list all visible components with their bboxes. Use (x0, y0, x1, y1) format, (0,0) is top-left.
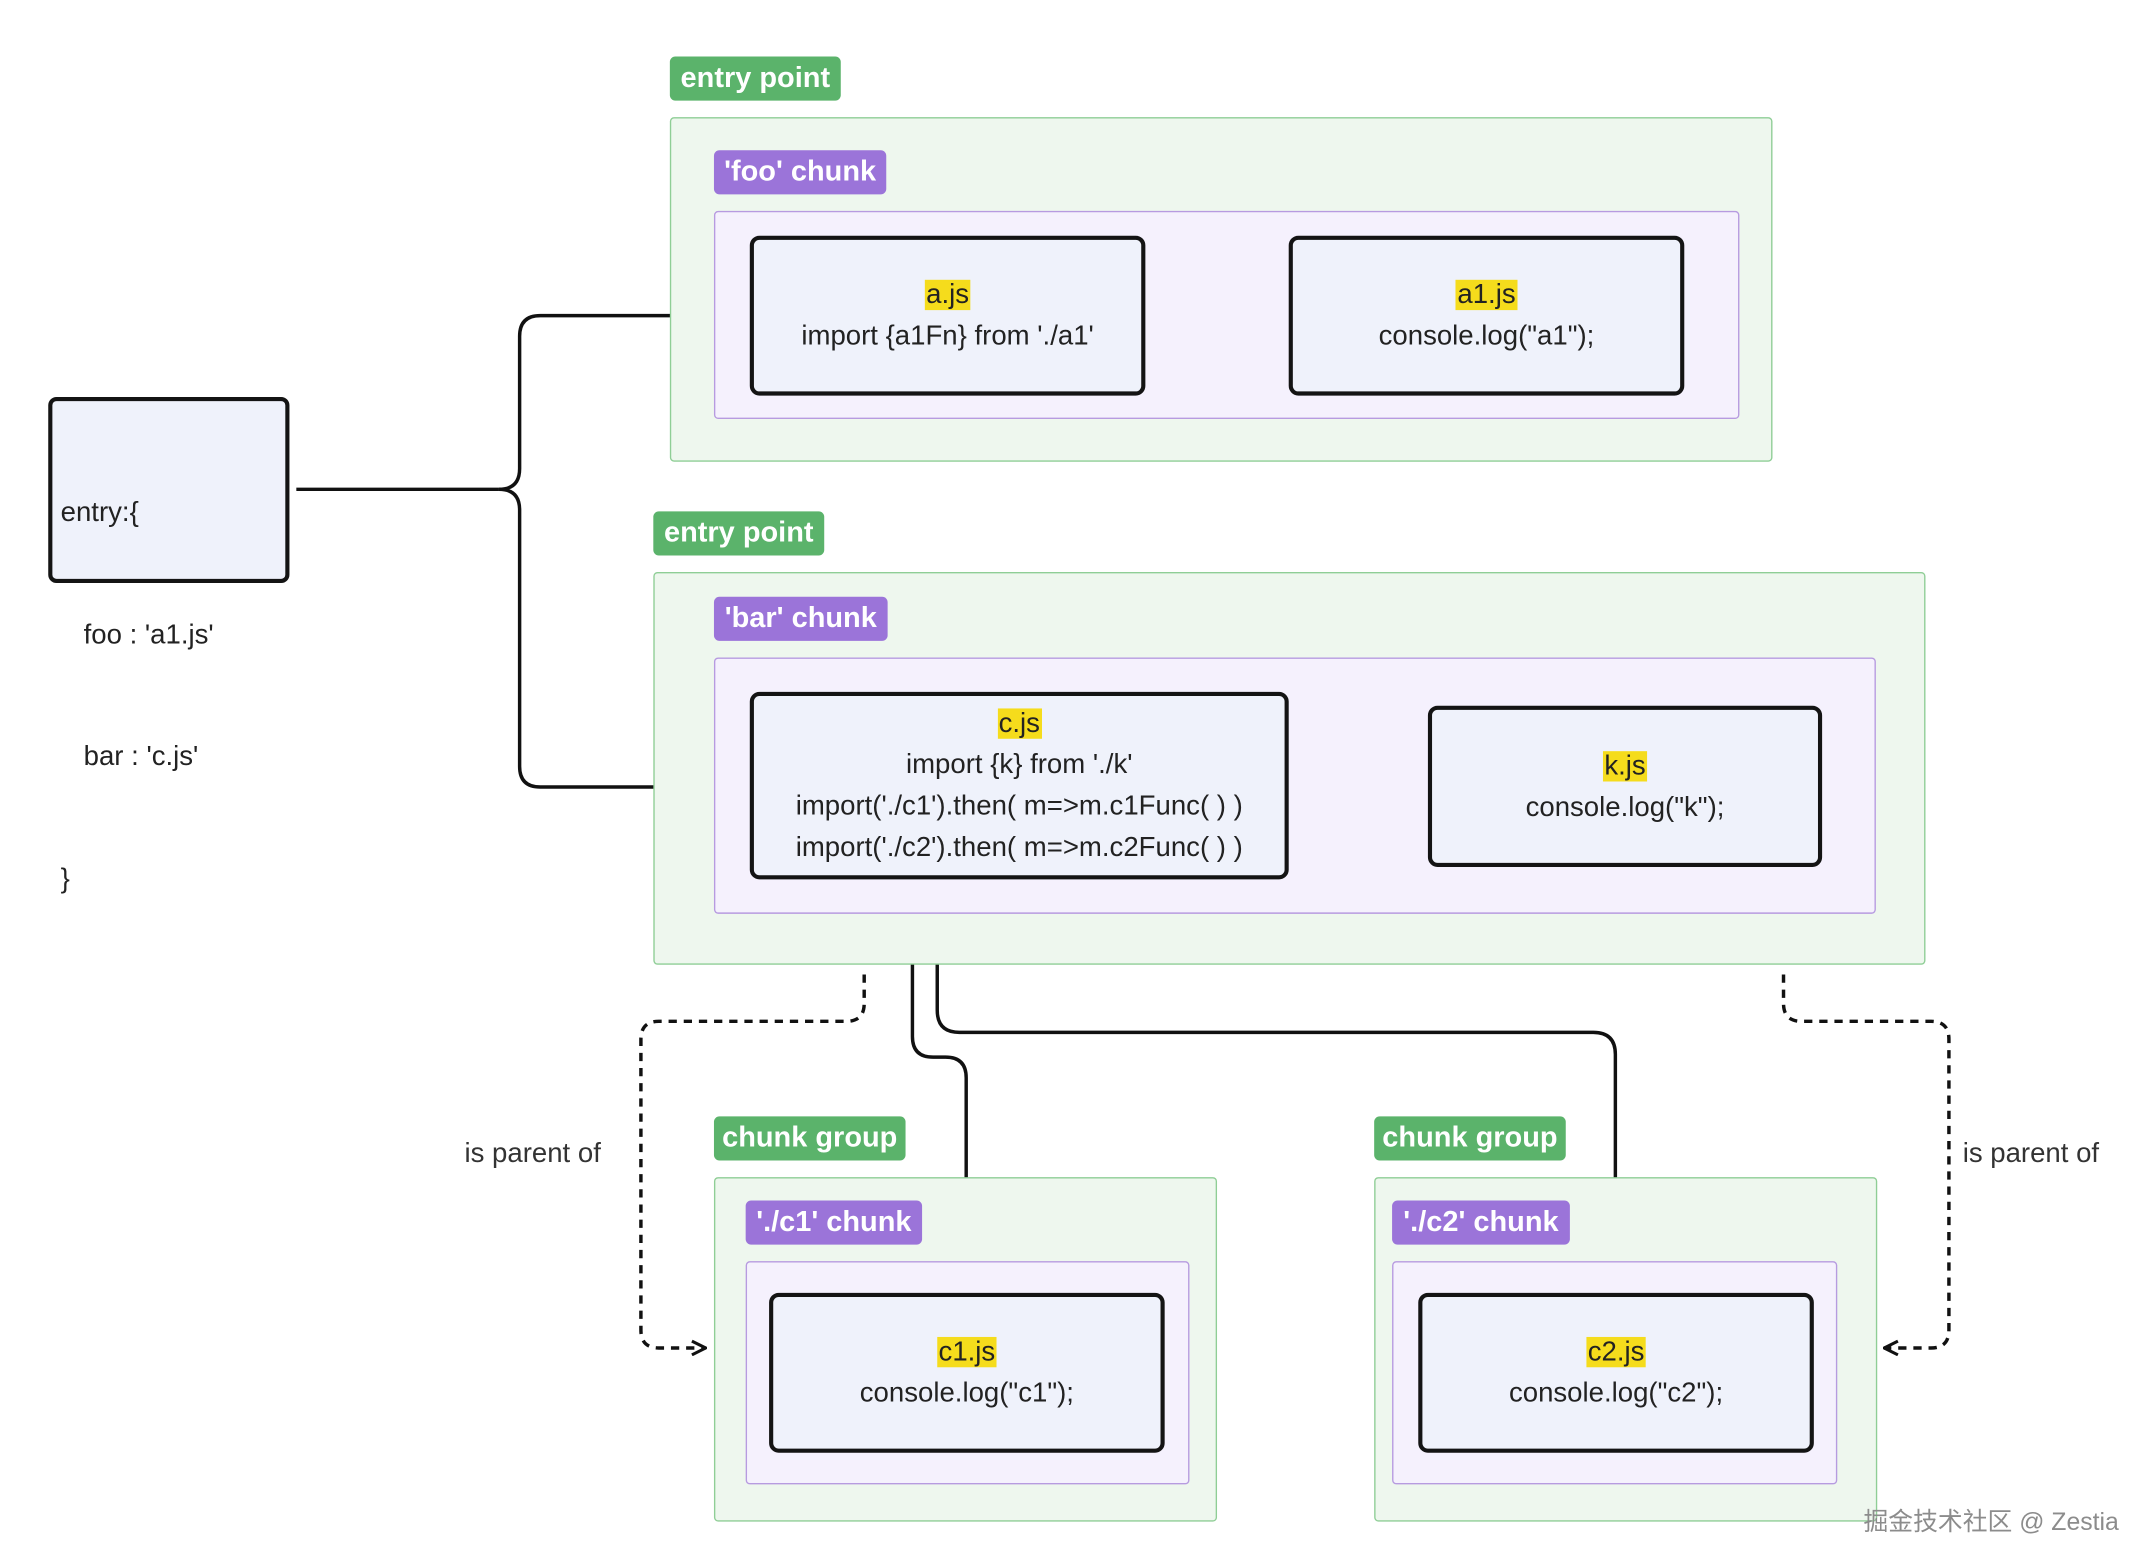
code-line: console.log("c2"); (1508, 1378, 1724, 1409)
bar-entry-point-tag: entry point (653, 511, 825, 556)
entry-config-line: } (60, 863, 70, 894)
file-name-k-js: k.js (1602, 750, 1648, 781)
file-box-c-js: c.js import {k} from './k' import('./c1'… (749, 691, 1289, 880)
code-line: import {k} from './k' (905, 749, 1133, 781)
is-parent-of-label-right: is parent of (1962, 1138, 2100, 1169)
watermark: 掘金技术社区 @ Zestia (1863, 1507, 2119, 1536)
code-line: import('./c2').then( m=>m.c2Func( ) ) (795, 832, 1243, 863)
c1-chunk-group-tag: chunk group (713, 1116, 906, 1161)
arrow-entry-to-c-js (498, 487, 743, 787)
file-box-a1-js: a1.js console.log("a1"); (1288, 235, 1685, 396)
code-line: console.log("c1"); (859, 1378, 1074, 1409)
code-line: import('./c1').then( m=>m.c1Func( ) ) (795, 791, 1243, 822)
code-line: console.log("a1"); (1378, 321, 1595, 352)
file-box-k-js: k.js console.log("k"); (1427, 705, 1823, 867)
code-line: import {a1Fn} from './a1' (801, 321, 1094, 352)
bar-chunk-tag: 'bar' chunk (713, 596, 888, 641)
entry-config-line: entry:{ (60, 497, 139, 528)
file-name-c2-js: c2.js (1586, 1336, 1646, 1368)
is-parent-of-label-left: is parent of (464, 1138, 601, 1169)
file-name-a-js: a.js (924, 279, 971, 311)
arrow-c-js-to-c1-js (910, 824, 966, 1283)
dashed-parent-arrow-right (1781, 974, 1951, 1348)
foo-chunk-tag: 'foo' chunk (713, 150, 887, 195)
arrow-c-js-to-c2-js (935, 857, 1615, 1283)
code-line: console.log("k"); (1525, 791, 1725, 823)
arrow-entry-to-a-js (498, 316, 743, 492)
foo-entry-point-tag: entry point (669, 56, 841, 101)
entry-config-line: bar : 'c.js' (60, 741, 199, 772)
c1-chunk-tag: './c1' chunk (745, 1200, 923, 1245)
file-box-a-js: a.js import {a1Fn} from './a1' (749, 235, 1146, 396)
file-box-c1-js: c1.js console.log("c1"); (769, 1292, 1165, 1453)
file-name-a1-js: a1.js (1456, 279, 1517, 311)
c2-chunk-group-tag: chunk group (1374, 1116, 1566, 1161)
dashed-parent-arrow-left (639, 974, 866, 1348)
entry-config-box: entry:{ foo : 'a1.js' bar : 'c.js' } (48, 396, 290, 894)
file-name-c-js: c.js (997, 708, 1042, 739)
file-name-c1-js: c1.js (937, 1336, 997, 1368)
c2-chunk-tag: './c2' chunk (1392, 1200, 1570, 1245)
file-box-c2-js: c2.js console.log("c2"); (1418, 1292, 1814, 1453)
entry-config-line: foo : 'a1.js' (60, 619, 214, 650)
